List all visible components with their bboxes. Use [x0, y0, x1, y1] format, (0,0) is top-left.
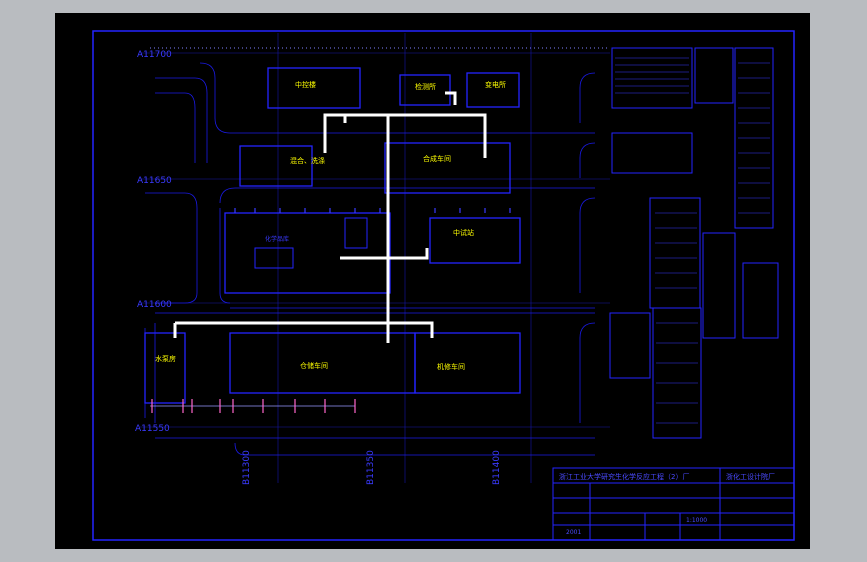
legend-rows	[615, 57, 770, 424]
coord-col2: B11350	[366, 450, 376, 485]
label-storage-workshop: 仓储车间	[300, 361, 328, 370]
road-markers	[234, 208, 511, 213]
label-chemical-store: 化学品库	[265, 235, 289, 243]
coord-col1: B11300	[242, 450, 252, 485]
coord-bottom: A11550	[135, 424, 170, 434]
site-plan-drawing: 中控楼 检测所 变电所 混合、洗涤 合成车间 中试站 化学品库 水泵房 仓储车间…	[92, 30, 795, 541]
drawing-frame	[92, 30, 795, 541]
drawing-canvas: 中控楼 检测所 变电所 混合、洗涤 合成车间 中试站 化学品库 水泵房 仓储车间…	[55, 13, 810, 549]
coord-upper-mid: A11650	[137, 176, 172, 186]
repair-workshop-building	[414, 332, 521, 394]
water-pump-building	[144, 332, 186, 404]
label-water-pump: 水泵房	[155, 354, 176, 363]
buildings	[144, 67, 521, 404]
label-inspection: 检测所	[415, 82, 436, 91]
title-text: 浙江工业大学研究生化学反应工程（2）厂	[559, 472, 689, 481]
label-pilot: 中试站	[453, 228, 474, 237]
label-substation: 变电所	[485, 80, 506, 89]
inspection-building	[399, 74, 451, 106]
label-main-control: 中控楼	[295, 80, 316, 89]
building-labels: 中控楼 检测所 变电所 混合、洗涤 合成车间 中试站 化学品库 水泵房 仓储车间…	[155, 80, 506, 371]
chemical-store-building	[224, 212, 391, 294]
main-control-building	[267, 67, 361, 109]
pilot-station-building	[429, 217, 521, 264]
coord-middle: A11600	[137, 300, 172, 310]
company-text: 浙化工设计院厂	[726, 472, 775, 481]
label-mixing: 混合、洗涤	[290, 156, 325, 165]
label-repair-workshop: 机修车间	[437, 362, 465, 371]
title-block	[552, 467, 795, 541]
substation-building	[466, 72, 520, 108]
year-text: 2001	[566, 529, 581, 536]
coord-top: A11700	[137, 50, 172, 60]
mixing-building	[239, 145, 313, 187]
coord-col3: B11400	[492, 450, 502, 485]
cable-routes	[173, 91, 487, 343]
pipe-markers	[150, 399, 356, 413]
coordinate-labels: A11700 A11650 A11600 A11550 B11300 B1135…	[135, 50, 502, 485]
label-synthesis: 合成车间	[423, 154, 451, 163]
synthesis-building	[384, 142, 511, 194]
equipment-block	[254, 247, 294, 269]
small-unit	[344, 217, 368, 249]
legend-tables	[609, 47, 779, 439]
scale-text: 1:1000	[686, 517, 707, 524]
